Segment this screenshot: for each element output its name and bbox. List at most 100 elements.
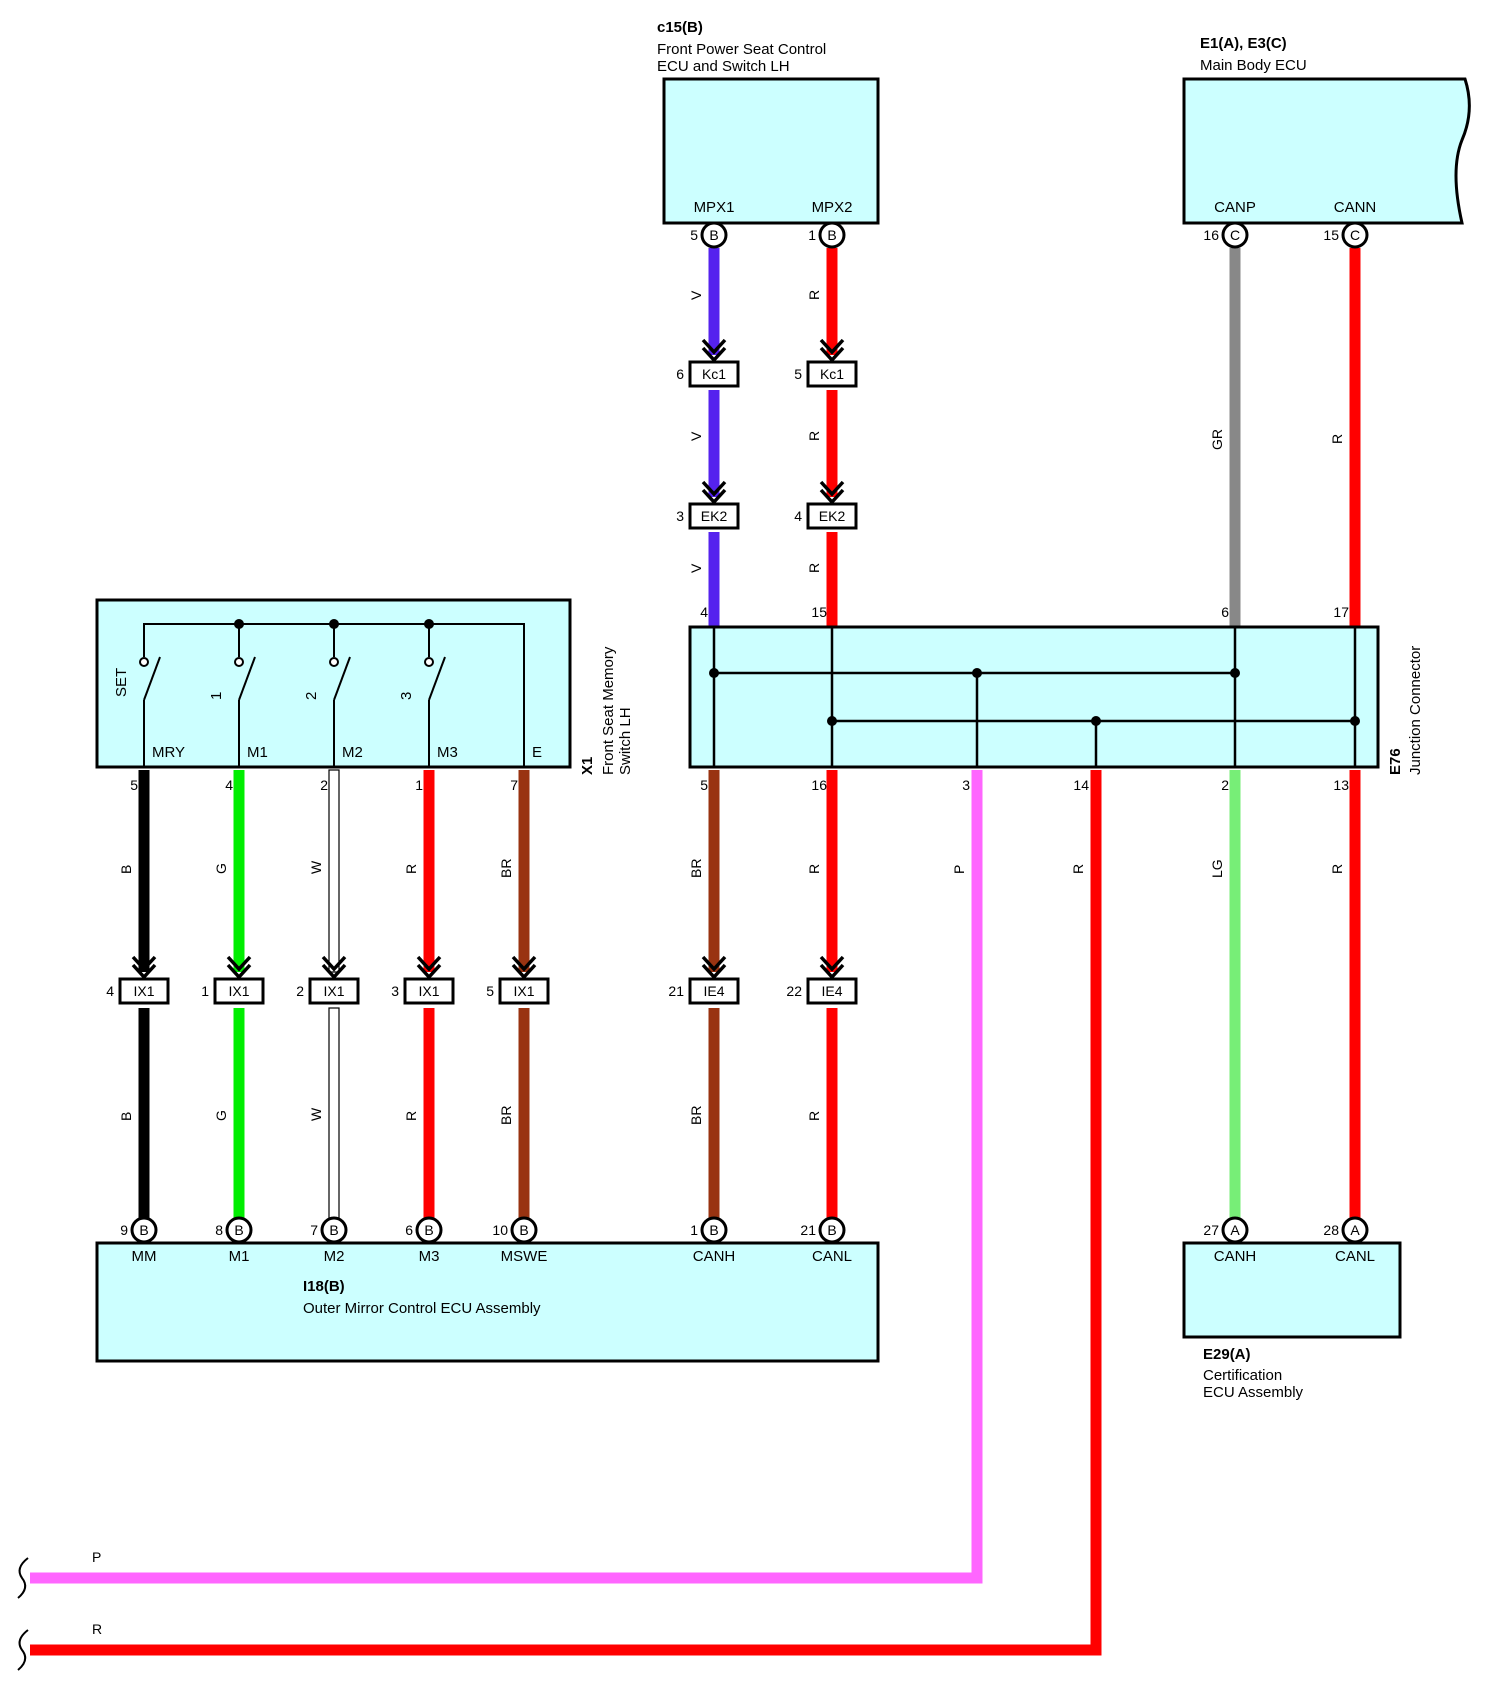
- i18-pin-m3: M3: [419, 1248, 440, 1265]
- break-mark-p: [17, 1557, 29, 1599]
- svg-text:1: 1: [808, 227, 816, 243]
- x1-pin-num-5: 5: [130, 777, 138, 793]
- e76-name: Junction Connector: [1407, 646, 1424, 775]
- wc-mpx1-1: V: [688, 290, 704, 300]
- terminal-e29-canl: A 28: [1323, 1216, 1369, 1244]
- e76-bottom-pin-13: 13: [1333, 777, 1349, 793]
- svg-text:2: 2: [296, 983, 304, 999]
- wc-x1-r-2: R: [403, 1111, 419, 1121]
- e29-pin-canl: CANL: [1335, 1248, 1375, 1265]
- i18-pin-mswe: MSWE: [501, 1248, 548, 1265]
- connector-ix1-2: IX1 1: [201, 955, 265, 1005]
- x1-junction-dots: [234, 619, 434, 629]
- svg-text:A: A: [1230, 1222, 1240, 1238]
- i18-pin-canh: CANH: [693, 1248, 736, 1265]
- wc-x1-r-1: R: [403, 864, 419, 874]
- e29-ecu: CANH CANL E29(A) Certification ECU Assem…: [1182, 1241, 1402, 1401]
- svg-text:B: B: [234, 1222, 243, 1238]
- svg-text:7: 7: [310, 1222, 318, 1238]
- connector-ek2-right: EK2 4: [794, 480, 858, 530]
- svg-text:27: 27: [1203, 1222, 1219, 1238]
- svg-text:Kc1: Kc1: [702, 366, 726, 382]
- svg-text:1: 1: [201, 983, 209, 999]
- x1-pin-m2: M2: [342, 744, 363, 761]
- svg-text:IX1: IX1: [513, 983, 534, 999]
- e76-top-pin-17: 17: [1333, 604, 1349, 620]
- x1-pin-num-7: 7: [510, 777, 518, 793]
- x1-switch-1-label: 1: [208, 692, 225, 700]
- svg-text:IX1: IX1: [323, 983, 344, 999]
- wc-x1-w-1: W: [308, 860, 324, 874]
- svg-text:3: 3: [676, 508, 684, 524]
- e76-bottom-pin-16: 16: [811, 777, 827, 793]
- e76-bottom-pin-3: 3: [962, 777, 970, 793]
- wc-x1-br-1: BR: [498, 859, 514, 878]
- i18-pin-m2: M2: [324, 1248, 345, 1265]
- svg-text:9: 9: [120, 1222, 128, 1238]
- wire-p-bottom: [30, 770, 983, 1584]
- wc-mpx1-3: V: [688, 563, 704, 573]
- x1-pin-e: E: [532, 744, 542, 761]
- wc-x1-g-2: G: [213, 1110, 229, 1121]
- e29-name-line1: Certification: [1203, 1367, 1282, 1384]
- wc-x1-br-2: BR: [498, 1106, 514, 1125]
- wc-e76-br-2: BR: [688, 1106, 704, 1125]
- svg-text:B: B: [424, 1222, 433, 1238]
- i18-pin-m1: M1: [229, 1248, 250, 1265]
- i18-ecu: MM M1 M2 M3 MSWE CANH CANL I18(B) Outer …: [95, 1241, 880, 1363]
- i18-code: I18(B): [303, 1278, 345, 1295]
- terminal-i18-m1: B 8: [215, 1216, 253, 1244]
- e76-bottom-pin-2: 2: [1221, 777, 1229, 793]
- e29-pin-canh: CANH: [1214, 1248, 1257, 1265]
- e1-pin-canp: CANP: [1214, 199, 1256, 216]
- i18-pin-mm: MM: [132, 1248, 157, 1265]
- e1-name: Main Body ECU: [1200, 57, 1307, 74]
- terminal-e1-cann: C 15: [1323, 221, 1369, 249]
- wire-color-labels: V V V R R R GR R B B G G W W R R BR BR B…: [92, 290, 1345, 1637]
- wc-x1-w-2: W: [308, 1107, 324, 1121]
- e29-code: E29(A): [1203, 1346, 1251, 1363]
- wire-break-marks: [17, 1557, 29, 1671]
- wc-e76-r-1: R: [806, 864, 822, 874]
- svg-text:IX1: IX1: [133, 983, 154, 999]
- svg-text:IE4: IE4: [821, 983, 842, 999]
- terminal-i18-m3: B 6: [405, 1216, 443, 1244]
- svg-text:16: 16: [1203, 227, 1219, 243]
- e76-bottom-pin-5: 5: [700, 777, 708, 793]
- wc-cann: R: [1329, 434, 1345, 444]
- connector-kc1-left: Kc1 6: [676, 338, 740, 388]
- c15-pin-mpx2: MPX2: [812, 199, 853, 216]
- svg-text:C: C: [1230, 227, 1240, 243]
- e76-code: E76: [1387, 748, 1404, 775]
- x1-pin-m1: M1: [247, 744, 268, 761]
- wc-bottom-r: R: [92, 1621, 102, 1637]
- svg-text:EK2: EK2: [701, 508, 728, 524]
- svg-text:EK2: EK2: [819, 508, 846, 524]
- wc-x1-g-1: G: [213, 863, 229, 874]
- wc-bottom-p: P: [92, 1549, 101, 1565]
- svg-text:IX1: IX1: [228, 983, 249, 999]
- c15-code: c15(B): [657, 19, 703, 36]
- wc-e76-br-1: BR: [688, 859, 704, 878]
- inline-connectors: Kc1 6 Kc1 5 EK2 3 EK2 4 IX1 4: [106, 338, 858, 1005]
- e76-junction-connector: E76 Junction Connector 4 15 6 17 5 16 3 …: [688, 604, 1424, 793]
- terminal-i18-mswe: B 10: [492, 1216, 538, 1244]
- svg-text:4: 4: [794, 508, 802, 524]
- svg-text:C: C: [1350, 227, 1360, 243]
- c15-name-line2: ECU and Switch LH: [657, 58, 790, 75]
- x1-pin-mry: MRY: [152, 744, 185, 761]
- wc-e76-p: P: [951, 865, 967, 874]
- svg-text:3: 3: [391, 983, 399, 999]
- wc-canp: GR: [1209, 429, 1225, 450]
- x1-switch-contacts: [139, 657, 434, 667]
- wc-x1-b-1: B: [118, 865, 134, 874]
- svg-text:B: B: [709, 1222, 718, 1238]
- wire-r-bottom: [30, 770, 1102, 1656]
- x1-name-line1: Front Seat Memory: [600, 646, 617, 775]
- e1-pin-cann: CANN: [1334, 199, 1377, 216]
- svg-text:B: B: [827, 1222, 836, 1238]
- x1-pin-num-4: 4: [225, 777, 233, 793]
- x1-switch-3-label: 3: [398, 692, 415, 700]
- e76-top-pin-15: 15: [811, 604, 827, 620]
